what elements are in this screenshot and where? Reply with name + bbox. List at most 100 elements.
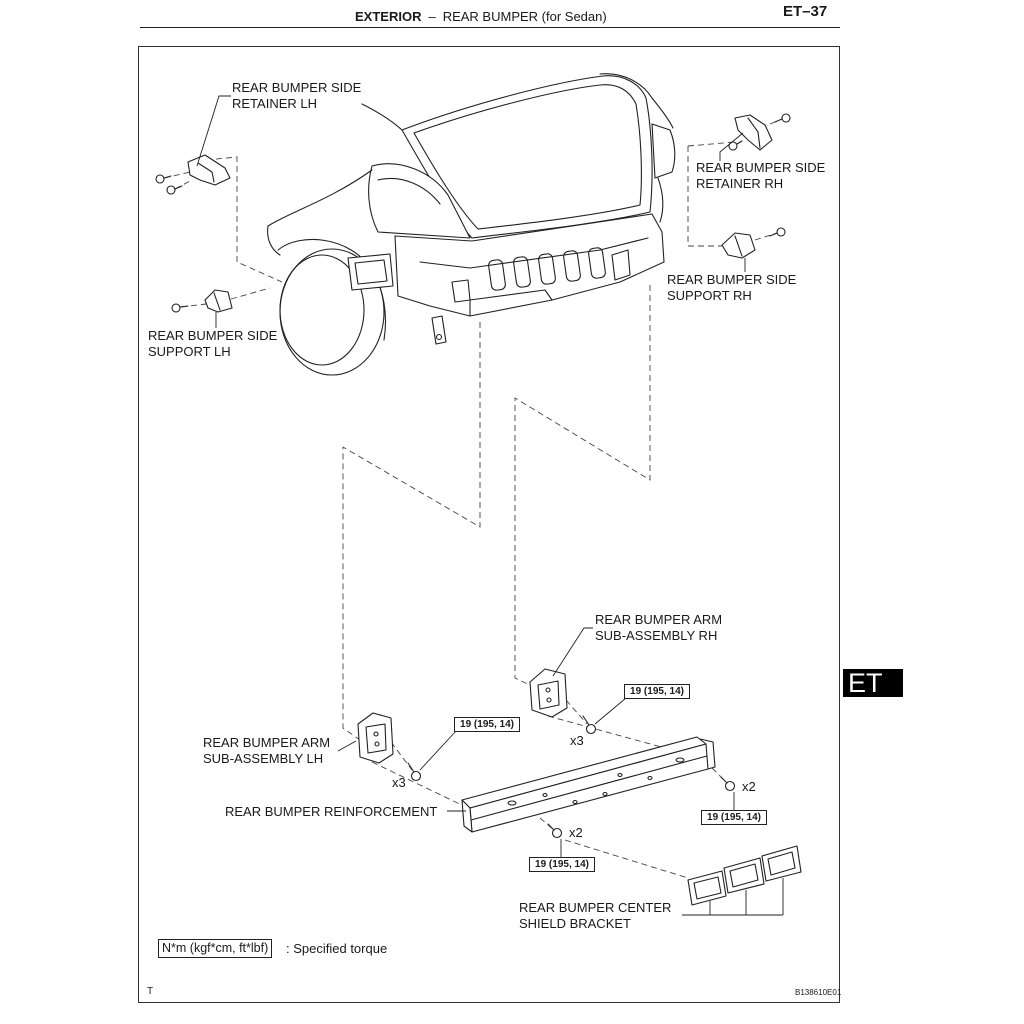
support-rh-rib	[734, 235, 743, 257]
shield-bracket-left-inner	[693, 876, 722, 900]
bolt-retainer-lh-1	[155, 174, 172, 184]
bolt-reinforcement-side	[720, 776, 736, 792]
dashed-alignment-lines	[163, 118, 783, 879]
bolt-shank	[774, 118, 783, 123]
shield-bracket-left	[687, 870, 727, 906]
shield-bracket-middle-inner	[729, 863, 759, 888]
label-line: REAR BUMPER CENTER	[519, 900, 672, 915]
retainer-lh-alignment	[205, 156, 283, 283]
bolt-head	[155, 174, 165, 184]
torque-spec-reinforcement-center: 19 (195, 14)	[529, 857, 595, 872]
bolt-head	[585, 723, 597, 735]
right-taillight	[651, 123, 676, 179]
rear-panel-recesses	[488, 247, 606, 291]
bolt-shank	[736, 140, 743, 145]
leader-torque-arm-rh	[594, 697, 627, 725]
bolt-head	[551, 827, 563, 839]
label-center-shield-bracket: REAR BUMPER CENTER SHIELD BRACKET	[519, 900, 671, 932]
label-line: REAR BUMPER SIDE	[696, 160, 826, 175]
shield-bracket-alignment	[564, 839, 689, 879]
left-taillight-inner-line	[377, 177, 441, 205]
bumper-reinforcement	[461, 736, 716, 833]
label-line: REAR BUMPER SIDE	[148, 328, 278, 343]
panel-recess	[513, 256, 531, 288]
arm-rh-alignment	[514, 285, 651, 686]
arm-lh-bolt-alignment	[390, 741, 413, 771]
section-name: EXTERIOR	[355, 9, 422, 24]
leader-retainer-rh	[719, 132, 744, 161]
support-lh-rib	[213, 292, 221, 311]
torque-spec-reinforcement-side: 19 (195, 14)	[701, 810, 767, 825]
torque-unit-legend-box: N*m (kgf*cm, ft*lbf)	[158, 939, 273, 958]
right-body-side	[657, 177, 664, 223]
left-quarter-panel-top	[267, 169, 373, 227]
label-support-rh: REAR BUMPER SIDE SUPPORT RH	[667, 272, 796, 304]
bolt-quantity-reinforcement-side: x2	[742, 779, 756, 794]
bolt-retainer-lh-2	[166, 185, 183, 195]
section-tab: ET	[843, 669, 903, 698]
label-line: SHIELD BRACKET	[519, 916, 631, 931]
shield-bracket-right-inner	[767, 851, 796, 876]
arm-rh-bolt-alignment	[565, 699, 588, 725]
bolt-retainer-rh-2	[728, 140, 743, 151]
arm-rh-face	[537, 680, 560, 710]
shield-bracket-middle	[723, 857, 765, 894]
bolt-reinforcement-center	[547, 823, 563, 839]
reinforcement-hole	[675, 757, 685, 763]
bolt-quantity-reinforcement-center: x2	[569, 825, 583, 840]
bolt-shank	[163, 175, 172, 179]
leader-arm-lh	[337, 740, 357, 752]
bolt-shank	[582, 715, 590, 726]
bolt-quantity-arm-lh: x3	[392, 775, 406, 790]
arm-rh-to-reinforcement	[547, 715, 666, 749]
reinforcement-hole	[647, 775, 653, 781]
support-lh-body	[204, 289, 233, 313]
reinforcement-ridge	[470, 755, 708, 821]
label-retainer-rh: REAR BUMPER SIDE RETAINER RH	[696, 160, 825, 192]
leader-torque-arm-lh	[419, 730, 457, 771]
panel-side-bracket	[611, 249, 631, 281]
bumper-arm-rh	[529, 668, 568, 718]
reinforcement-left-end	[461, 799, 473, 833]
tow-hook-hole	[435, 333, 443, 341]
arm-lh-hole	[374, 741, 380, 747]
rear-lower-panel	[394, 213, 665, 317]
label-line: SUPPORT LH	[148, 344, 231, 359]
bolt-head	[410, 770, 422, 782]
header-rule	[140, 27, 840, 28]
figure-code: B138610E01	[795, 988, 842, 997]
reinforcement-hole	[542, 792, 548, 798]
rear-tire-tread	[279, 254, 365, 366]
label-line: RETAINER RH	[696, 176, 784, 191]
bolt-arm-lh	[407, 762, 422, 782]
figure-frame	[138, 46, 840, 1003]
support-rh-alignment	[754, 232, 778, 241]
arm-lh-to-reinforcement	[371, 761, 469, 809]
reinforcement-hole	[507, 800, 517, 806]
arm-rh-hole	[546, 697, 552, 703]
side-support-rh	[721, 232, 756, 259]
reinforcement-hole	[572, 799, 578, 805]
arm-lh-face	[365, 723, 387, 754]
reinforcement-right-flange	[699, 738, 716, 770]
bolt-head	[776, 227, 786, 237]
left-taillight	[368, 163, 471, 239]
c-pillar-left-edge	[361, 103, 403, 131]
label-line: SUB-ASSEMBLY RH	[595, 628, 718, 643]
torque-spec-arm-rh: 19 (195, 14)	[624, 684, 690, 699]
retainer-rh-rib	[747, 117, 761, 149]
panel-recess	[563, 250, 581, 282]
label-line: REAR BUMPER SIDE	[667, 272, 797, 287]
bolt-quantity-arm-rh: x3	[570, 733, 584, 748]
label-line: SUPPORT RH	[667, 288, 752, 303]
arm-lh-alignment	[342, 322, 481, 741]
reinforcement-hole	[602, 791, 608, 797]
label-reinforcement: REAR BUMPER REINFORCEMENT	[225, 804, 437, 820]
label-arm-lh: REAR BUMPER ARM SUB-ASSEMBLY LH	[203, 735, 330, 767]
panel-left-bracket	[451, 279, 471, 303]
center-shield-brackets	[687, 845, 802, 906]
label-retainer-lh: REAR BUMPER SIDE RETAINER LH	[232, 80, 361, 112]
bolt-arm-rh	[582, 715, 597, 735]
footer-corner-mark: T	[147, 986, 154, 997]
